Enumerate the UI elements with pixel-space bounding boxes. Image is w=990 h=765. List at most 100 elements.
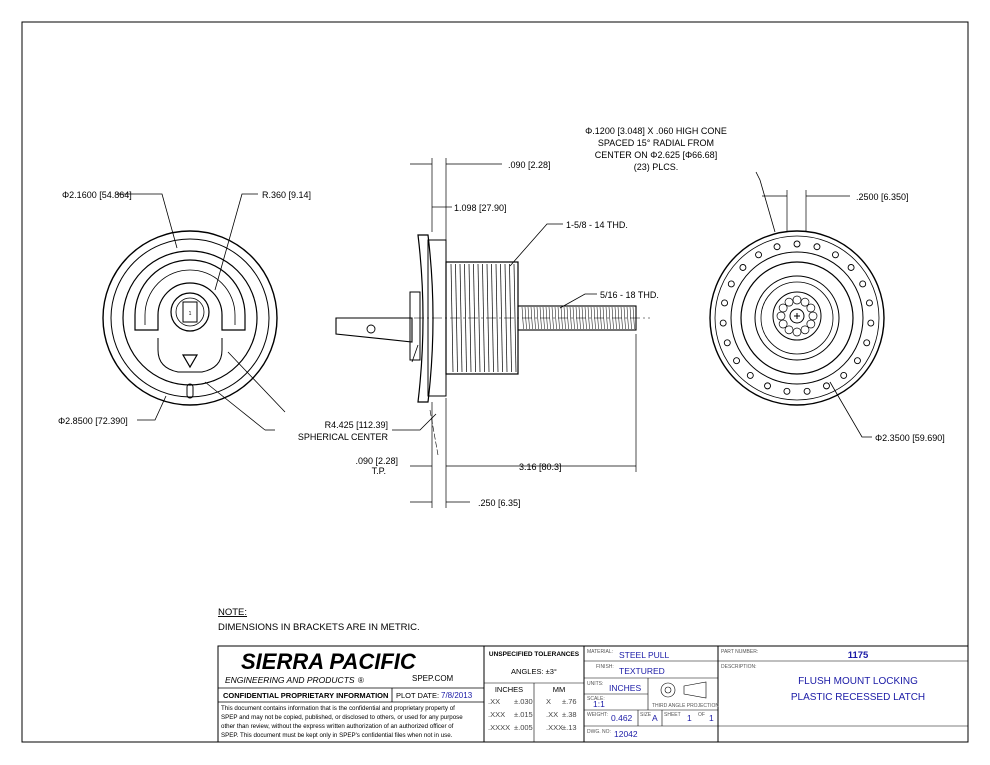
finish-label: FINISH: — [596, 664, 614, 670]
title-block-frame — [217, 645, 969, 743]
of-label: OF — [698, 712, 705, 718]
dim-rear-width: .2500 [6.350] — [856, 192, 909, 202]
stud-thread-line — [536, 306, 539, 330]
leader — [137, 395, 167, 421]
disclaimer-line: SPEP. This document must be kept only in… — [221, 732, 453, 739]
tolerances-mm: MM — [553, 685, 566, 694]
cone-hole — [847, 264, 855, 271]
tolerance-cell: .XXX — [546, 723, 563, 732]
cone-hole — [727, 280, 735, 288]
company-sub: ENGINEERING AND PRODUCTS — [225, 675, 355, 685]
title-block — [217, 645, 969, 743]
company-name: SIERRA PACIFIC — [241, 649, 417, 674]
lock-boss — [409, 291, 421, 361]
stud-thread-line — [587, 306, 590, 330]
disclaimer-line: SPEP and may not be copied, published, o… — [221, 714, 463, 721]
tolerance-cell: .XXX — [488, 710, 505, 719]
hub-tooth — [776, 311, 786, 321]
stud-thread-line — [590, 306, 593, 330]
cone-hole — [773, 243, 781, 251]
leader — [755, 171, 776, 233]
cone-hole — [859, 280, 867, 288]
rear-body — [740, 261, 854, 375]
dim-front-outer-dia: Φ2.8500 [72.390] — [58, 416, 128, 426]
material-label: MATERIAL: — [587, 649, 613, 655]
cone-hole — [783, 387, 791, 395]
tolerance-cell: ±.015 — [514, 710, 533, 719]
cone-hole — [867, 319, 875, 327]
arrow-icon — [181, 354, 199, 369]
hub-tooth — [792, 327, 802, 337]
scale-value: 1:1 — [593, 699, 605, 709]
cone-hole — [866, 299, 873, 307]
cone-hole — [721, 299, 728, 307]
tolerance-cell: ±.38 — [562, 710, 577, 719]
hub-tooth — [806, 303, 816, 313]
dim-tp: .090 [2.28] — [355, 456, 398, 466]
note-text: DIMENSIONS IN BRACKETS ARE IN METRIC. — [218, 622, 420, 633]
dim-thread-main: 1-5/8 - 14 THD. — [566, 220, 628, 230]
dim-rear-dia: Φ2.3500 [59.690] — [875, 433, 945, 443]
rear-thread-id — [760, 281, 834, 355]
part-label: PART NUMBER: — [721, 649, 758, 655]
lock-marking: 1 — [189, 311, 192, 317]
sheet-border — [21, 21, 969, 743]
stud-thread-line — [572, 306, 575, 330]
stud-end — [789, 308, 805, 324]
cone-hole — [739, 264, 747, 271]
note-cone-1: Φ.1200 [3.048] X .060 HIGH CONE — [585, 126, 727, 136]
tolerance-cell: .XX — [546, 710, 558, 719]
hub-tooth — [778, 303, 788, 313]
sphere-arc — [429, 409, 439, 456]
cone-hole — [733, 357, 740, 365]
note-cone-4: (23) PLCS. — [634, 162, 679, 172]
handle-arch — [134, 259, 246, 331]
plot-date-label: PLOT DATE: — [396, 691, 439, 700]
dim-body-len: 1.098 [27.90] — [454, 203, 507, 213]
thread-lines — [450, 263, 517, 373]
thread-line — [500, 263, 503, 373]
description-line-2: PLASTIC RECESSED LATCH — [791, 692, 925, 703]
cone-hole — [854, 357, 861, 365]
hub-tooth — [800, 297, 810, 307]
cone-hole — [764, 382, 771, 390]
leader — [214, 193, 258, 291]
paddle — [157, 338, 223, 373]
cone-hole — [803, 387, 811, 395]
rear-outer-rim — [709, 230, 885, 406]
hub-tooth — [784, 325, 794, 335]
cone-hole — [813, 243, 821, 251]
tolerance-cell: X — [546, 697, 551, 706]
rear-view — [709, 171, 885, 438]
units-label: UNITS: — [587, 681, 603, 687]
front-rim-inner — [110, 238, 270, 398]
size-value: A — [652, 713, 658, 723]
hub-tooth — [792, 295, 802, 305]
finish-value: TEXTURED — [619, 666, 665, 676]
stud-thread-line — [623, 306, 626, 330]
side-view — [335, 158, 650, 508]
hub-tooth — [806, 319, 816, 329]
cone-hole — [723, 339, 731, 347]
weight-value: 0.462 — [611, 713, 633, 723]
cone-hole — [863, 339, 871, 347]
sheet-label: SHEET — [664, 712, 681, 718]
front-cup — [122, 250, 258, 386]
material-value: STEEL PULL — [619, 650, 670, 660]
handle-arch-inner — [144, 269, 236, 325]
tolerance-cell: ±.13 — [562, 723, 577, 732]
cone-hole — [831, 251, 839, 259]
thread-line — [513, 263, 517, 373]
stud-thread-line — [626, 306, 629, 330]
lock-cylinder — [170, 292, 210, 332]
dim-sphere-r: R4.425 [112.39] — [325, 420, 388, 430]
stud-thread-line — [605, 306, 608, 330]
dim-front-inner-dia: Φ2.1600 [54.864] — [62, 190, 132, 200]
projection-label: THIRD ANGLE PROJECTION — [652, 703, 719, 709]
size-label: SIZE — [640, 712, 652, 718]
flange — [417, 234, 434, 403]
cone-hole — [823, 382, 830, 390]
tolerance-cell: ±.030 — [514, 697, 533, 706]
disclaimer-line: other than review, without the express w… — [221, 723, 454, 730]
description-line-1: FLUSH MOUNT LOCKING — [798, 676, 918, 687]
